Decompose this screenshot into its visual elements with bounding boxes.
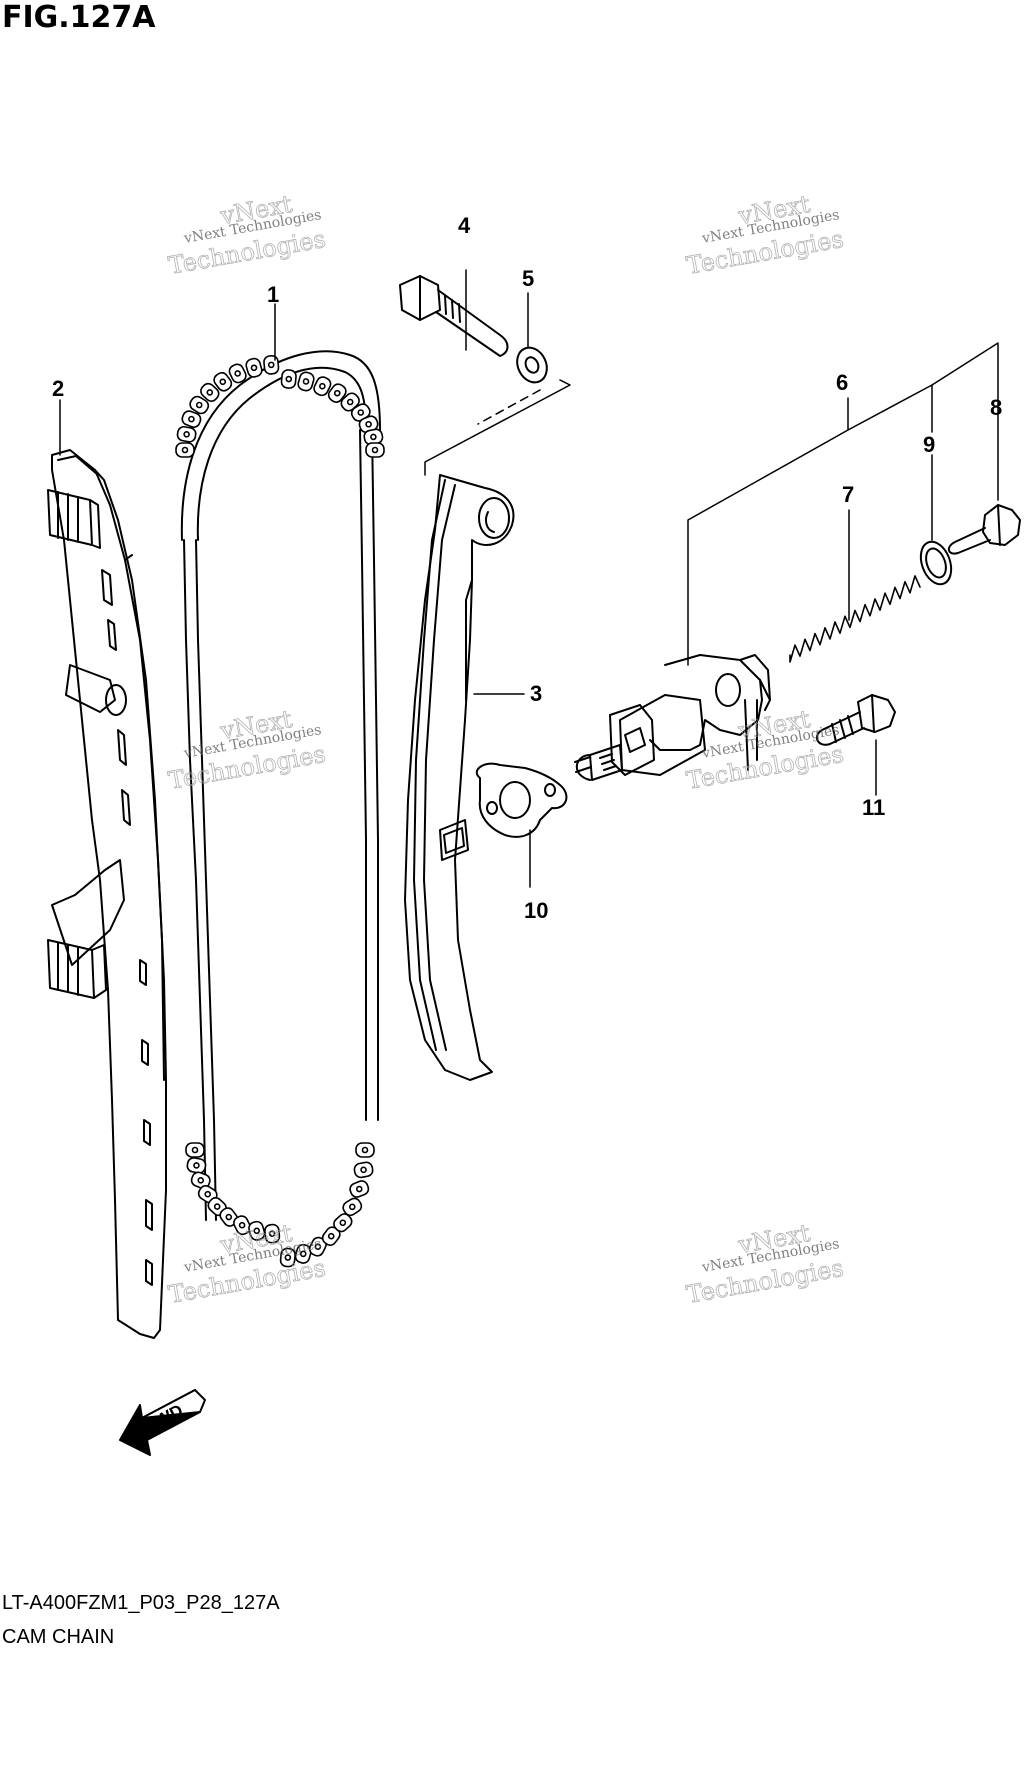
chain-top-roller-pin	[365, 420, 372, 428]
chain-top-roller-pin	[206, 389, 214, 396]
forward-direction-arrow	[119, 1389, 206, 1456]
chain-top-roller-pin	[219, 378, 227, 386]
callout-7: 7	[842, 482, 854, 507]
bolt-part-4	[399, 275, 509, 357]
watermark-5: vNext Technologies vNext Technologies	[166, 1219, 328, 1310]
chain-bottom-roller-pin	[253, 1227, 261, 1235]
callout-9: 9	[923, 432, 935, 457]
callout-6: 6	[836, 370, 848, 395]
callout-3: 3	[530, 681, 542, 706]
callout-5: 5	[522, 266, 534, 291]
chain-bottom-roller-pin	[355, 1185, 363, 1193]
spring-part-7	[789, 575, 921, 663]
chain-bottom-roller-pin	[348, 1203, 356, 1211]
gasket-part-10	[475, 762, 568, 838]
watermark-1: vNext Technologies vNext Technologies	[166, 190, 328, 281]
callout-labels: 1 2 3 4 5 6 7 8 9 10 11	[52, 213, 1002, 923]
bolt-part-11	[815, 694, 896, 746]
chain-bottom-roller-pin	[339, 1219, 347, 1227]
chain-top-roller-pin	[250, 364, 258, 372]
watermark-2: vNext Technologies vNext Technologies	[684, 190, 846, 281]
chain-top-roller-pin	[346, 398, 354, 406]
chain-bottom-roller-pin	[193, 1162, 200, 1169]
chain-top-roller-pin	[234, 370, 241, 377]
cap-bolt-part-8	[947, 504, 1021, 555]
leader-lines	[59, 269, 999, 888]
chain-bottom-roller-pin	[360, 1166, 367, 1174]
gasket-part-9	[919, 540, 953, 586]
callout-2: 2	[52, 376, 64, 401]
chain-guide-part-2	[47, 449, 167, 1339]
chain-bottom-roller-pin	[204, 1190, 212, 1198]
watermark-3: vNext Technologies vNext Technologies	[166, 705, 328, 796]
washer-part-5	[516, 346, 548, 384]
callout-8: 8	[990, 395, 1002, 420]
chain-top-roller-pin	[195, 401, 203, 409]
chain-top-roller-pin	[181, 446, 189, 454]
chain-links-top	[175, 354, 385, 458]
watermarks: vNext Technologies vNext Technologies vN…	[166, 190, 846, 1310]
chain-links-bottom	[185, 1142, 375, 1268]
callout-4: 4	[458, 213, 471, 238]
diagram-name: CAM CHAIN	[2, 1626, 115, 1648]
chain-bottom-roller-pin	[238, 1221, 246, 1229]
callout-1: 1	[267, 282, 279, 307]
chain-top-roller-pin	[319, 382, 326, 390]
chain-top-roller-pin	[183, 430, 190, 438]
watermark-6: vNext Technologies vNext Technologies	[684, 1219, 846, 1310]
callout-10: 10	[524, 898, 548, 923]
chain-bottom-roller-pin	[327, 1232, 335, 1240]
diagram-code: LT-A400FZM1_P03_P28_127A	[2, 1592, 280, 1614]
figure-title: FIG.127A	[2, 0, 156, 35]
chain-top-roller-pin	[188, 415, 195, 423]
chain-bottom-roller-pin	[314, 1243, 322, 1250]
chain-top-roller-pin	[333, 389, 341, 397]
watermark-4: vNext Technologies vNext Technologies	[684, 705, 846, 796]
callout-11: 11	[862, 795, 885, 820]
chain-top-roller-pin	[285, 375, 293, 383]
chain-bottom-roller-pin	[299, 1250, 307, 1258]
chain-bottom-roller-pin	[284, 1254, 292, 1261]
chain-bottom-roller-pin	[225, 1213, 233, 1221]
chain-top-roller-pin	[370, 433, 377, 441]
chain-bottom-roller-pin	[213, 1203, 221, 1210]
chain-top-roller-pin	[267, 361, 275, 369]
chain-tensioner-arm-part-3	[404, 379, 571, 1081]
chain-bottom-roller-pin	[191, 1146, 199, 1154]
chain-bottom-roller-pin	[268, 1230, 276, 1237]
tensioner-body-part-6	[574, 654, 771, 781]
chain-bottom-roller-pin	[361, 1146, 369, 1154]
chain-top-roller-pin	[357, 409, 365, 416]
chain-top-roller-pin	[371, 446, 379, 454]
chain-bottom-roller-pin	[197, 1177, 205, 1184]
chain-top-roller-pin	[302, 378, 310, 385]
